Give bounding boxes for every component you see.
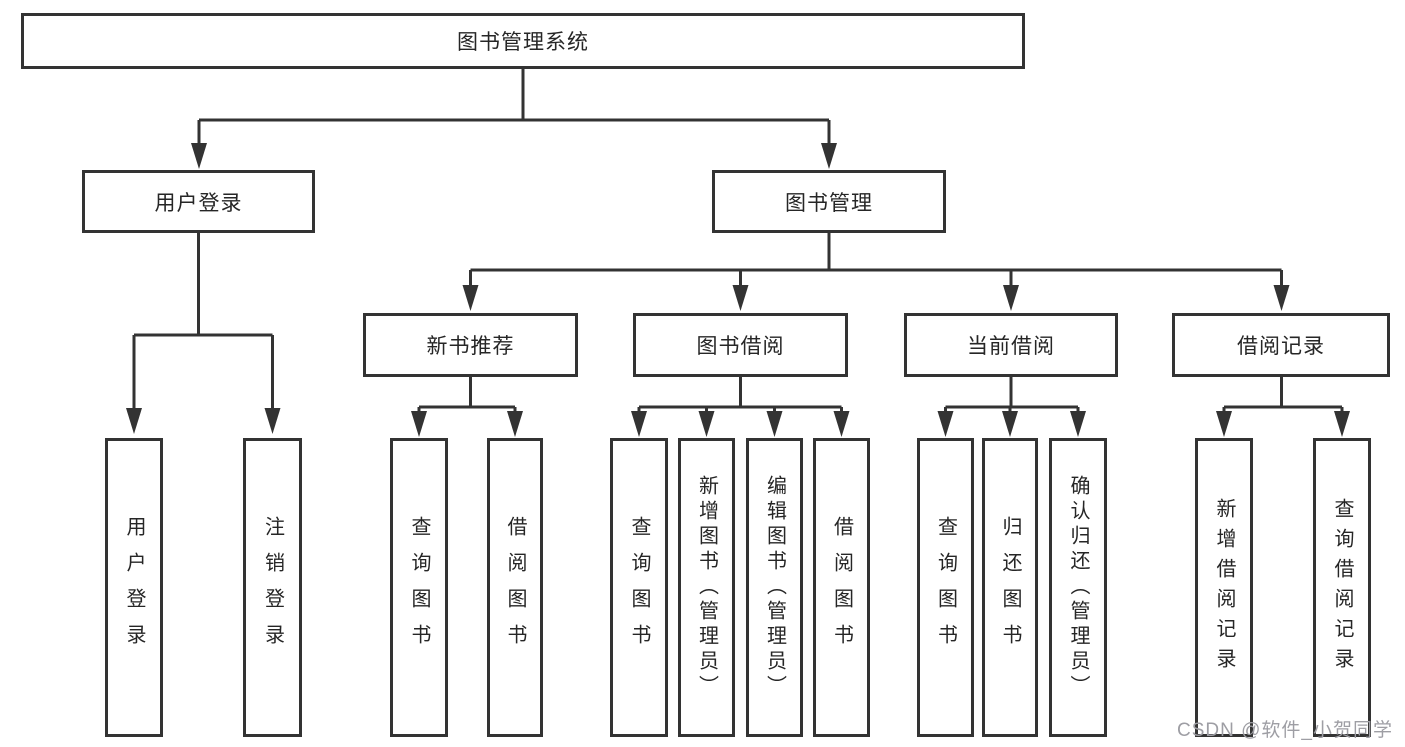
node-book-borrow: 图书借阅 bbox=[633, 313, 848, 377]
leaf-add-borrow-record: 新增借阅记录 bbox=[1195, 438, 1253, 737]
leaf-logout: 注销登录 bbox=[243, 438, 302, 737]
node-book-management: 图书管理 bbox=[712, 170, 946, 233]
node-label: 查询图书 bbox=[934, 515, 957, 660]
leaf-user-login: 用户登录 bbox=[105, 438, 163, 737]
node-label: 借阅图书 bbox=[830, 515, 853, 660]
node-label: 图书管理 bbox=[785, 191, 873, 215]
node-label: 借阅图书 bbox=[504, 515, 526, 660]
node-label: 新增借阅记录 bbox=[1213, 497, 1235, 678]
arrowheads bbox=[126, 143, 1350, 437]
leaf-query-books-current: 查询图书 bbox=[917, 438, 974, 737]
leaf-query-books-recommend: 查询图书 bbox=[390, 438, 448, 737]
leaf-return-books: 归还图书 bbox=[982, 438, 1038, 737]
node-label: 借阅记录 bbox=[1237, 335, 1325, 358]
node-label: 查询借阅记录 bbox=[1331, 497, 1353, 678]
leaf-query-borrow-record: 查询借阅记录 bbox=[1313, 438, 1371, 737]
node-label: 编辑图书（管理员） bbox=[763, 475, 786, 700]
node-label: 确认归还（管理员） bbox=[1067, 475, 1089, 700]
node-borrow-records: 借阅记录 bbox=[1172, 313, 1390, 377]
leaf-confirm-return-admin: 确认归还（管理员） bbox=[1049, 438, 1107, 737]
node-label: 图书管理系统 bbox=[457, 31, 589, 54]
leaf-borrow-books-recommend: 借阅图书 bbox=[487, 438, 543, 737]
node-label: 注销登录 bbox=[261, 515, 284, 660]
node-label: 新增图书（管理员） bbox=[695, 475, 718, 700]
node-label: 归还图书 bbox=[999, 515, 1021, 660]
node-label: 新书推荐 bbox=[426, 335, 515, 358]
node-label: 当前借阅 bbox=[967, 335, 1055, 358]
leaf-edit-books-admin: 编辑图书（管理员） bbox=[746, 438, 803, 737]
leaf-query-books-borrow: 查询图书 bbox=[610, 438, 668, 737]
node-current-borrow: 当前借阅 bbox=[904, 313, 1118, 377]
node-library-management-system: 图书管理系统 bbox=[21, 13, 1025, 69]
node-label: 查询图书 bbox=[408, 515, 430, 660]
csdn-watermark: CSDN @软件_小贺同学 bbox=[1177, 720, 1393, 741]
leaf-borrow-books: 借阅图书 bbox=[813, 438, 870, 737]
node-label: 用户登录 bbox=[154, 191, 243, 215]
node-label: 查询图书 bbox=[628, 515, 650, 660]
leaf-add-books-admin: 新增图书（管理员） bbox=[678, 438, 735, 737]
node-user-login: 用户登录 bbox=[82, 170, 315, 233]
node-label: 图书借阅 bbox=[696, 335, 785, 358]
node-label: 用户登录 bbox=[123, 515, 145, 660]
node-new-book-recommend: 新书推荐 bbox=[363, 313, 578, 377]
